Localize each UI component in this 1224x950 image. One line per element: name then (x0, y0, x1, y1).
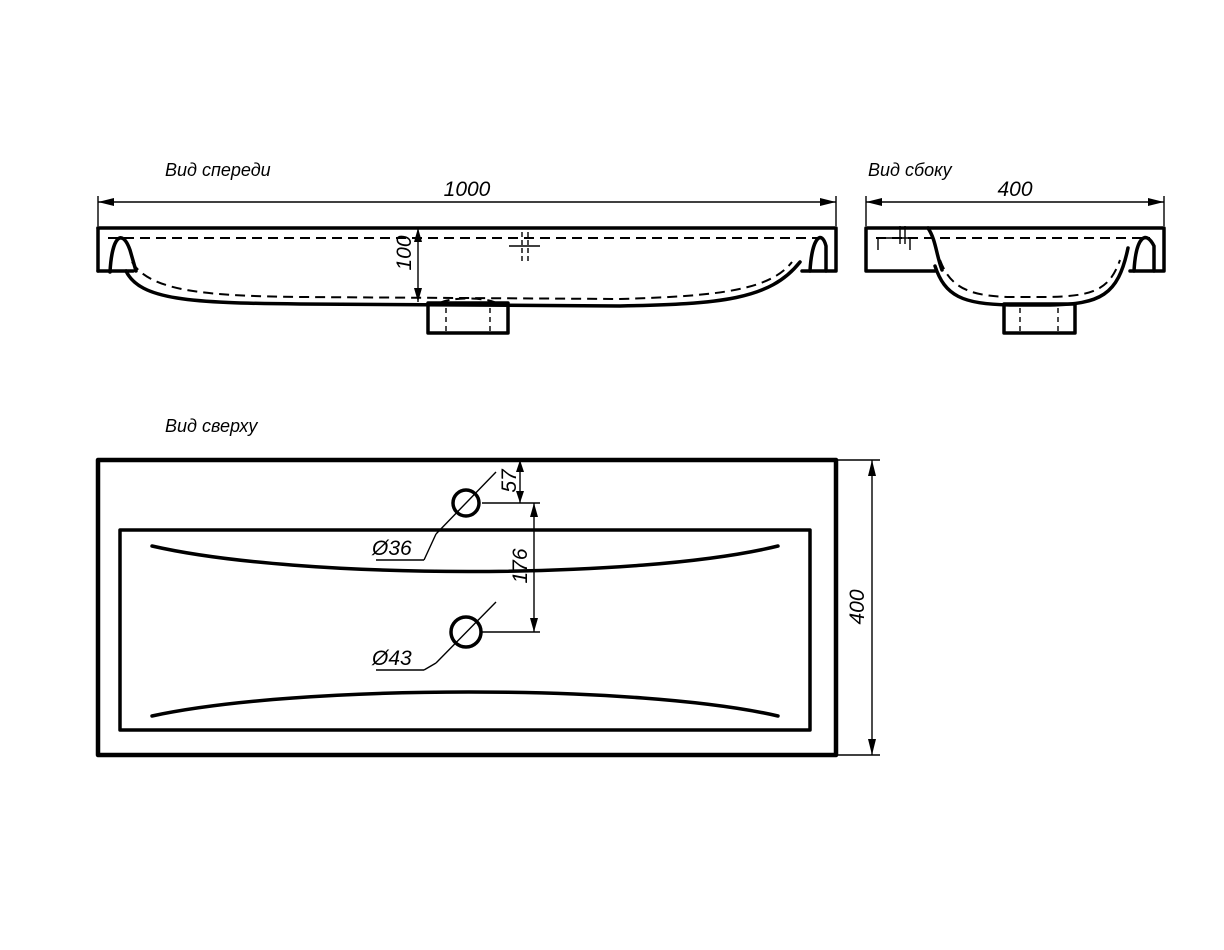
top-drain-hole: Ø43 (371, 601, 497, 671)
top-depth-dimension: 400 (838, 459, 880, 756)
top-bowl-curve-upper (150, 544, 780, 574)
side-countertop (864, 226, 1166, 273)
front-bowl-inner-hidden (108, 237, 820, 301)
front-depth-dimension: 100 (393, 228, 422, 302)
front-view-title: Вид спереди (165, 160, 271, 180)
hole-spacing-dimension: 176 (482, 503, 540, 633)
front-view: Вид спереди 1000 (96, 160, 838, 335)
front-width-value: 1000 (444, 178, 491, 201)
top-bowl-curve-lower (150, 690, 780, 718)
hole-spacing-value: 176 (509, 548, 532, 583)
top-bowl-outline (118, 528, 812, 732)
top-countertop-outline (95, 457, 839, 758)
drain-hole-diameter-label: Ø43 (371, 647, 412, 670)
top-view-title: Вид сверху (165, 416, 258, 436)
front-bowl-outer (124, 260, 802, 308)
front-width-dimension: 1000 (97, 178, 837, 226)
side-bowl-inner-hidden (876, 237, 1150, 298)
top-depth-value: 400 (846, 589, 869, 624)
tap-hole-offset-dimension: 57 (482, 460, 540, 504)
front-countertop (96, 226, 838, 273)
tap-hole-diameter-label: Ø36 (371, 537, 412, 560)
front-depth-value: 100 (393, 235, 416, 270)
side-bowl-outer (933, 246, 1130, 307)
front-tap-hole-mark (509, 232, 540, 262)
side-view-title: Вид сбоку (868, 160, 953, 180)
side-width-dimension: 400 (865, 178, 1165, 226)
side-drain-stub (1002, 302, 1077, 335)
top-tap-hole: Ø36 (371, 471, 497, 561)
side-view: Вид сбоку 400 (864, 160, 1166, 335)
top-view: Вид сверху Ø36 Ø43 57 (95, 416, 880, 758)
side-width-value: 400 (997, 178, 1032, 201)
tap-hole-offset-value: 57 (498, 468, 521, 493)
front-drain-stub (426, 297, 510, 335)
